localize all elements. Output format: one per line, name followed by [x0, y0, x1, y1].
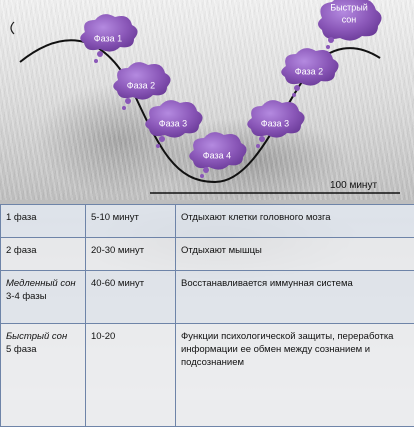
table-row: Медленный сон 3-4 фазы 40-60 минут Восст… — [1, 271, 414, 324]
phase-name-cell: 2 фаза — [1, 238, 86, 271]
rem-sleep-label-line2: сон — [342, 14, 357, 24]
phase-name-line2: 5 фаза — [6, 344, 37, 355]
table-row: Быстрый сон 5 фаза 10-20 Функции психоло… — [1, 324, 414, 427]
phase-name-cell: 1 фаза — [1, 205, 86, 238]
sleep-phases-table: 1 фаза 5-10 минут Отдыхают клетки головн… — [0, 204, 414, 427]
phase-4-bubble: Фаза 4 — [189, 132, 246, 178]
rem-sleep-label-line1: Быстрый — [330, 2, 368, 12]
phase-3-right-label: Фаза 3 — [261, 118, 289, 128]
table-row: 2 фаза 20-30 минут Отдыхают мышцы — [1, 238, 414, 271]
phase-2-right-label: Фаза 2 — [295, 66, 323, 76]
phase-description-cell: Отдыхают мышцы — [176, 238, 414, 271]
sleep-phases-table-container: 1 фаза 5-10 минут Отдыхают клетки головн… — [0, 204, 414, 400]
phase-description-cell: Функции психологической защиты, перерабо… — [176, 324, 414, 427]
phase-name-cell: Медленный сон 3-4 фазы — [1, 271, 86, 324]
phase-3-left-bubble: Фаза 3 — [145, 100, 202, 148]
phase-duration-cell: 10-20 — [86, 324, 176, 427]
phase-name-line1: Медленный сон — [6, 278, 76, 289]
phase-2-left-bubble: Фаза 2 — [113, 62, 170, 110]
phase-name-cell: Быстрый сон 5 фаза — [1, 324, 86, 427]
axis-label: 100 минут — [330, 180, 377, 191]
sleep-cycle-diagram: 100 минут Фаза 1 Фаза 2 Фаза 3 Фаза 4 Фа… — [0, 0, 414, 205]
phase-duration-cell: 20-30 минут — [86, 238, 176, 271]
phase-3-left-label: Фаза 3 — [159, 118, 187, 128]
curve-start-mark — [11, 22, 14, 34]
phase-description-cell: Восстанавливается иммунная система — [176, 271, 414, 324]
phase-3-right-bubble: Фаза 3 — [247, 100, 304, 148]
phase-1-label: Фаза 1 — [94, 33, 122, 43]
phase-2-right-bubble: Фаза 2 — [281, 48, 338, 97]
table-row: 1 фаза 5-10 минут Отдыхают клетки головн… — [1, 205, 414, 238]
phase-2-left-label: Фаза 2 — [127, 80, 155, 90]
phase-duration-cell: 5-10 минут — [86, 205, 176, 238]
rem-sleep-bubble: Быстрый сон — [318, 0, 382, 49]
phase-name-line2: 3-4 фазы — [6, 291, 47, 302]
phase-name-line1: Быстрый сон — [6, 331, 67, 342]
phase-duration-cell: 40-60 минут — [86, 271, 176, 324]
phase-description-cell: Отдыхают клетки головного мозга — [176, 205, 414, 238]
phase-4-label: Фаза 4 — [203, 150, 231, 160]
